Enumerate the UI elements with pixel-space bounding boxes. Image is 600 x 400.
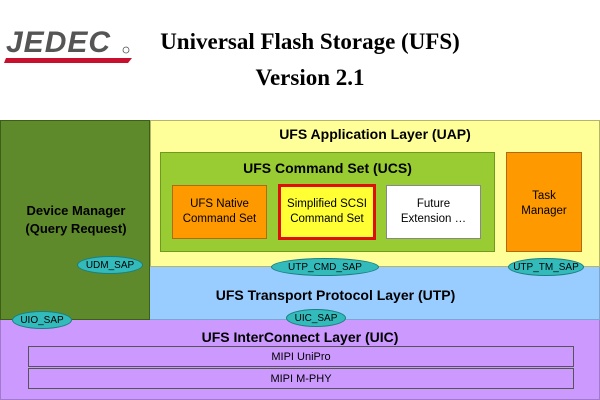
device-manager-label: Device Manager (Query Request) <box>4 200 148 240</box>
diagram-version: Version 2.1 <box>255 65 365 90</box>
scsi-line2: Command Set <box>290 213 364 225</box>
uic-sap-ellipse: UIC_SAP <box>286 309 346 327</box>
uio-sap-ellipse: UIO_SAP <box>12 311 72 329</box>
utp-label: UFS Transport Protocol Layer (UTP) <box>215 287 456 303</box>
ufs-native-command-set-box: UFS Native Command Set <box>172 185 267 239</box>
jedec-logo-graphic: JEDEC <box>4 26 132 63</box>
task-manager-line1: Task <box>532 190 556 202</box>
future-extension-box: Future Extension … <box>386 185 481 239</box>
simplified-scsi-command-set-box: Simplified SCSI Command Set <box>278 184 376 240</box>
task-manager-box: Task Manager <box>506 152 582 252</box>
mipi-unipro-row: MIPI UniPro <box>28 346 574 367</box>
uic-label: UFS InterConnect Layer (UIC) <box>201 329 399 345</box>
svg-text:JEDEC: JEDEC <box>6 26 111 59</box>
device-manager-title: Device Manager <box>26 203 126 218</box>
udm-sap-ellipse: UDM_SAP <box>77 256 143 274</box>
uap-label: UFS Application Layer (UAP) <box>279 126 471 142</box>
scsi-line1: Simplified SCSI <box>287 198 367 210</box>
diagram-title: Universal Flash Storage (UFS) <box>160 29 460 54</box>
utp-cmd-sap-ellipse: UTP_CMD_SAP <box>271 258 379 276</box>
jedec-logo: JEDEC <box>4 22 154 68</box>
device-manager-block <box>0 120 150 320</box>
ucs-label: UFS Command Set (UCS) <box>243 160 412 176</box>
utp-tm-sap-ellipse: UTP_TM_SAP <box>508 258 584 276</box>
native-line2: Command Set <box>182 213 257 225</box>
future-line2: Extension … <box>400 213 467 225</box>
native-line1: UFS Native <box>190 198 249 210</box>
mipi-mphy-row: MIPI M-PHY <box>28 368 574 389</box>
task-manager-line2: Manager <box>521 205 567 217</box>
future-line1: Future <box>416 198 451 210</box>
device-manager-subtitle: (Query Request) <box>25 221 127 236</box>
